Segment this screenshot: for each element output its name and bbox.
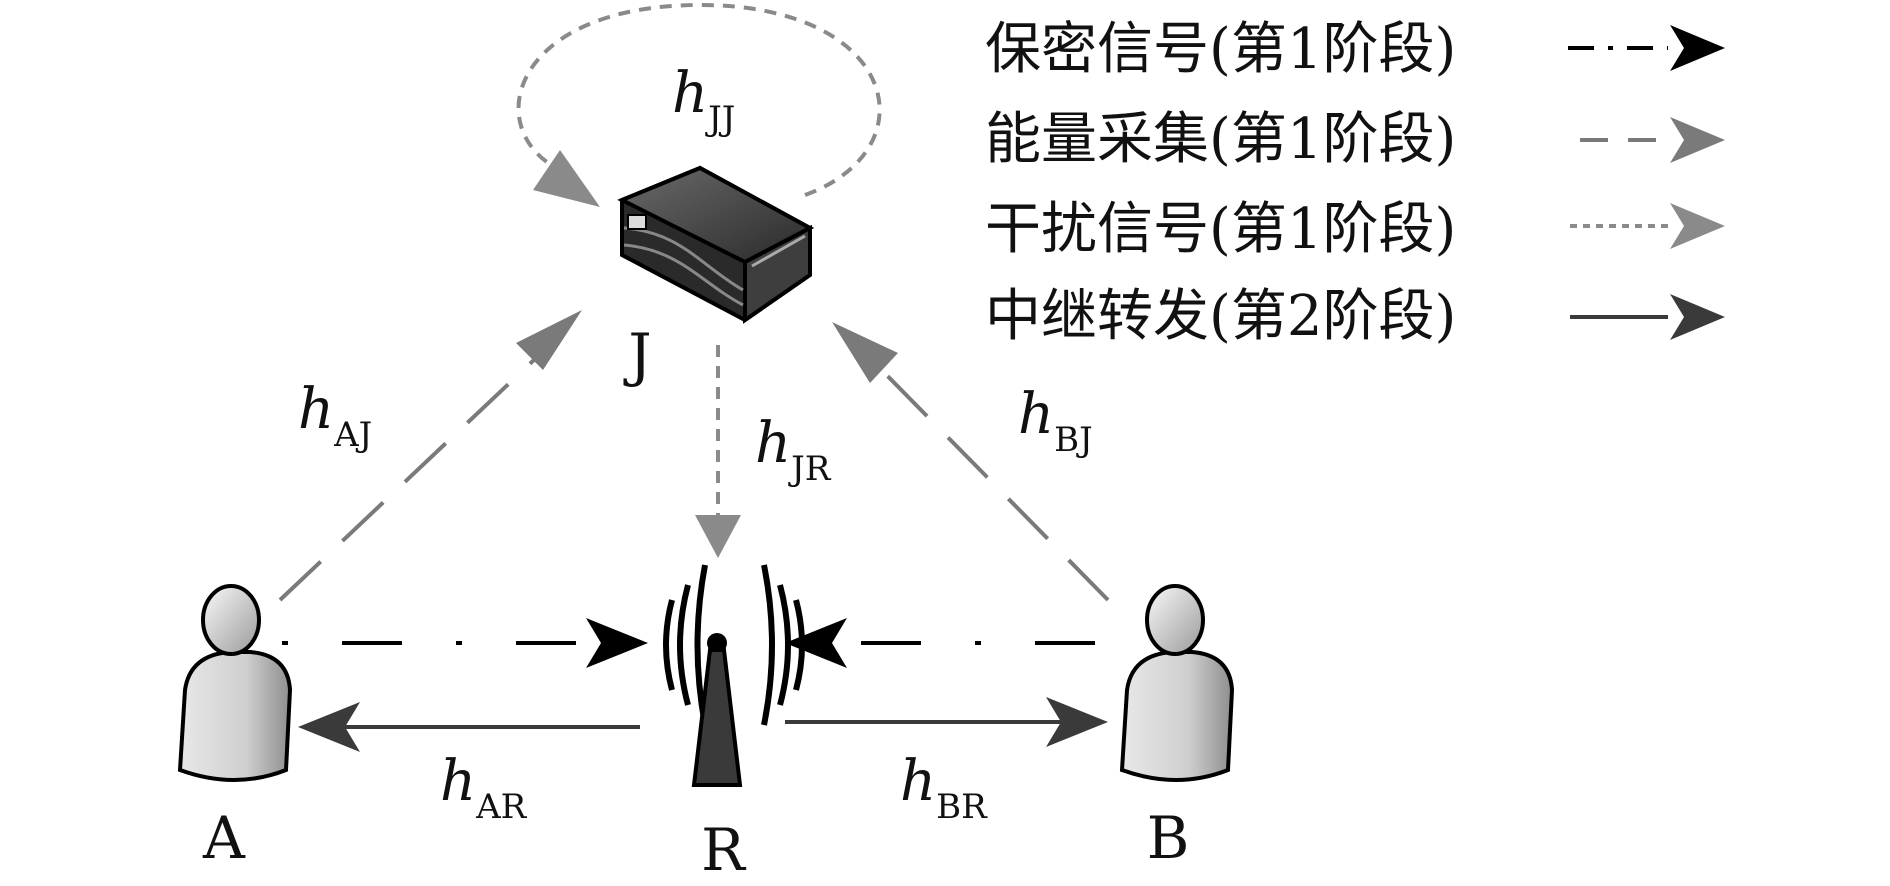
link-jj-loop — [516, 2, 882, 207]
link-j-to-r — [695, 345, 741, 558]
node-label-r: R — [701, 816, 747, 884]
legend-swatch-energy — [1580, 117, 1725, 163]
legend-label-relay-forward: 中继转发(第2阶段) — [985, 284, 1456, 349]
legend-swatch-relay-forward — [1570, 294, 1725, 340]
channel-label-jj: hJJ — [672, 61, 735, 139]
channel-label-jr: hJR — [755, 411, 832, 489]
legend-label-secret: 保密信号(第1阶段) — [985, 17, 1456, 82]
link-a-to-r — [282, 618, 648, 668]
node-label-a: A — [202, 804, 246, 872]
channel-label-ar: hAR — [440, 749, 528, 827]
channel-label-aj: hAJ — [298, 377, 372, 455]
node-label-b: B — [1147, 804, 1190, 872]
antenna-tower-icon — [663, 564, 805, 787]
channel-label-br: hBR — [900, 749, 988, 827]
channel-label-bj: hBJ — [1018, 382, 1093, 460]
router-icon — [617, 165, 815, 324]
legend-swatch-jamming — [1570, 203, 1725, 249]
legend-label-energy: 能量采集(第1阶段) — [985, 107, 1456, 172]
legend-label-jamming: 干扰信号(第1阶段) — [985, 197, 1456, 262]
legend-swatch-secret — [1568, 25, 1725, 71]
link-b-to-j — [832, 322, 1110, 602]
link-a-to-j — [278, 310, 582, 602]
user-icon — [1119, 584, 1235, 782]
link-b-to-r — [785, 618, 1095, 668]
legend: 保密信号(第1阶段) 能量采集(第1阶段) 干扰信号(第1阶段) 中继转发(第2… — [985, 17, 1725, 349]
link-r-to-a — [298, 702, 640, 752]
link-r-to-b — [785, 697, 1108, 747]
user-icon — [177, 584, 293, 782]
node-label-j: J — [623, 321, 651, 389]
